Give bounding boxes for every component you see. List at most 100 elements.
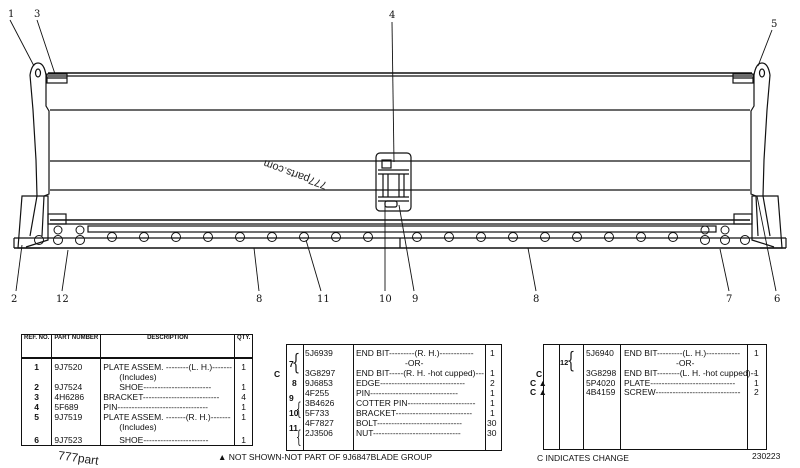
part-number: 5F733 [305,408,330,418]
change-mark: C [536,369,543,379]
description: BRACKET--------------------------- [356,408,473,418]
table-row: 6 9J7523 SHOE----------------------- 1 [21,432,253,446]
description: BOLT------------------------------ [356,418,463,428]
drawing-number: 230223 [752,451,781,461]
not-shown-note: ▲ NOT SHOWN-NOT PART OF 9J6847BLADE GROU… [218,452,433,462]
moldboard [48,72,752,225]
description: BRACKET--------------------------- [100,392,235,402]
watermark-bottom: 777part [57,448,100,468]
brace-9: { [295,399,302,420]
part-number: 4F7827 [305,418,334,428]
callout-6: 6 [774,294,781,305]
qty: 1 [754,378,759,388]
header-part-number: PART NUMBER [51,334,102,359]
ref-no: 7 [289,359,294,369]
description: END BIT--------(L. H. -hot cupped)-- [624,368,757,378]
qty: 1 [241,412,247,422]
part-number: 9J6853 [305,378,333,388]
qty [234,422,252,432]
callout-3: 3 [34,9,41,20]
qty [234,372,252,382]
description: PLATE ASSEM. --------(L. H.)------- [100,358,235,372]
table-row: 1 9J7520 PLATE ASSEM. --------(L. H.)---… [21,358,253,372]
ref-no: 5 [21,412,53,422]
description: (Includes) [100,422,235,432]
callout-9: 9 [412,294,419,305]
description: -OR- [405,358,424,368]
bolt-row [34,225,750,245]
part-number: 9J7523 [51,432,102,446]
qty: 1 [490,398,495,408]
description: END BIT---------(L. H.)------------ [624,348,741,358]
part-number: 9J7520 [51,358,102,372]
description: -OR- [676,358,695,368]
change-not-shown-mark: C ▲ [530,378,547,388]
part-number: 5P4020 [586,378,616,388]
part-number: 9J7524 [51,382,102,392]
qty: 1 [490,388,495,398]
description: SCREW------------------------------ [624,387,741,397]
ref-no: 2 [21,382,53,392]
cutting-edge [13,225,787,249]
qty: 2 [490,378,495,388]
callout-7: 7 [726,294,733,305]
table-row: (Includes) [21,422,253,432]
ref-no: 10 [289,408,299,418]
part-number: 3G8298 [586,368,617,378]
part-number: 5J6940 [586,348,614,358]
description: PLATE ASSEM. -------(R. H.)------- [100,412,235,422]
ref-no: 11 [289,423,298,433]
callout-12: 12 [56,294,69,305]
part-number: 3B4626 [305,398,335,408]
center-bracket [375,152,412,212]
qty: 1 [754,348,759,358]
qty: 1 [754,368,759,378]
description: PIN-------------------------------- [100,402,235,412]
part-number: 4H6286 [51,392,102,402]
change-mark: C [274,369,281,379]
part-number [51,422,102,432]
table-row: (Includes) [21,372,253,382]
description: PIN------------------------------- [356,388,458,398]
ref-no [21,372,53,382]
end-brackets [47,213,753,225]
description: PLATE------------------------------ [624,378,736,388]
ref-no: 3 [21,392,53,402]
part-number: 4F255 [305,388,330,398]
ref-no [21,422,53,432]
header-qty: QTY. [234,334,253,359]
part-number: 5F689 [51,402,102,412]
ref-no: 12 [560,358,569,367]
description: END BIT---------(R. H.)------------ [356,348,474,358]
callout-2: 2 [11,294,18,305]
part-number: 5J6939 [305,348,333,358]
brace-12: { [566,349,576,374]
part-number: 9J7519 [51,412,102,422]
qty: 1 [490,348,495,358]
callout-4: 4 [389,10,396,21]
part-number: 2J3506 [305,428,333,438]
blade-diagram [9,19,787,292]
part-number: 4B4159 [586,387,616,397]
change-not-shown-mark: C ▲ [530,387,547,397]
qty: 2 [754,387,759,397]
leader-lines [9,19,777,292]
qty: 1 [241,435,247,445]
table-row: 2 9J7524 SHOE------------------------ 1 [21,382,253,392]
qty: 1 [490,368,495,378]
table-row: 5 9J7519 PLATE ASSEM. -------(R. H.)----… [21,412,253,422]
callout-8-left: 8 [256,294,263,305]
brace-7: { [291,351,301,376]
table-row: 4 5F689 PIN-----------------------------… [21,402,253,412]
ref-no: 8 [292,378,297,388]
qty: 1 [490,408,495,418]
callout-10: 10 [379,294,392,305]
ref-no: 9 [289,393,294,403]
ref-no: 1 [21,358,53,372]
callout-1: 1 [8,9,15,20]
parts-table-left: REF. NO. PART NUMBER DESCRIPTION QTY. 1 … [21,334,254,446]
description: (Includes) [100,372,235,382]
description: SHOE------------------------ [100,382,235,392]
ref-no: 6 [21,432,53,446]
description: NUT------------------------------- [356,428,461,438]
